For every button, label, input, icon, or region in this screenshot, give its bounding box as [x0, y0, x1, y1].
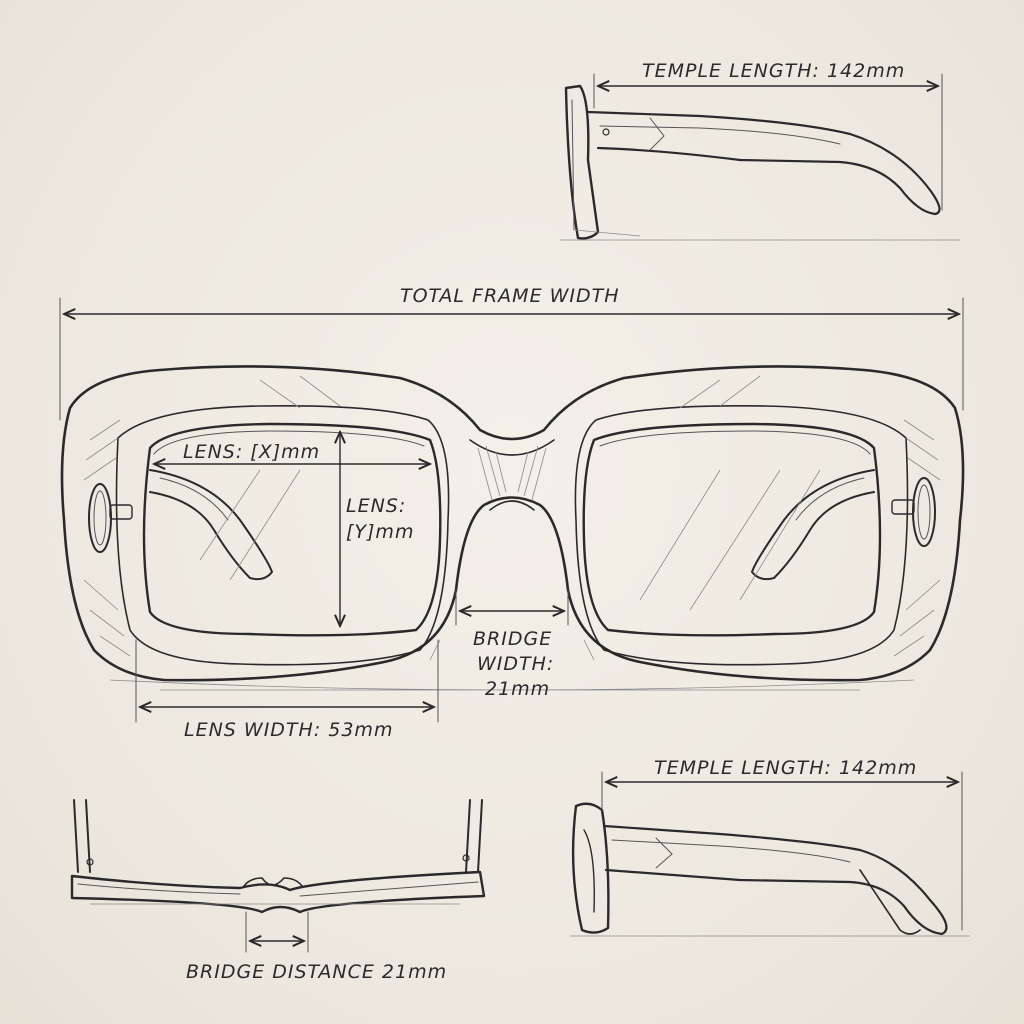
total-width-dimension — [59, 297, 964, 421]
lens-x-label: LENS: [X]mm — [183, 441, 320, 463]
temple-length-top-label: TEMPLE LENGTH: 142mm — [642, 60, 905, 82]
bridge-width-label-line3: 21mm — [485, 678, 550, 700]
side-view-bottom — [570, 771, 970, 937]
lens-y-label-line1: LENS: — [346, 495, 406, 517]
front-view — [60, 365, 965, 691]
side-view-top — [560, 73, 960, 241]
lens-y-label-line2: [Y]mm — [346, 521, 414, 543]
total-frame-width-label: TOTAL FRAME WIDTH — [400, 285, 620, 307]
top-view — [70, 799, 486, 914]
temple-length-bottom-label: TEMPLE LENGTH: 142mm — [654, 757, 917, 779]
lens-width-label: LENS WIDTH: 53mm — [184, 719, 393, 741]
bridge-distance-label: BRIDGE DISTANCE 21mm — [186, 961, 447, 983]
bridge-width-label-line2: WIDTH: — [477, 653, 554, 675]
bridge-width-label-line1: BRIDGE — [473, 628, 552, 650]
